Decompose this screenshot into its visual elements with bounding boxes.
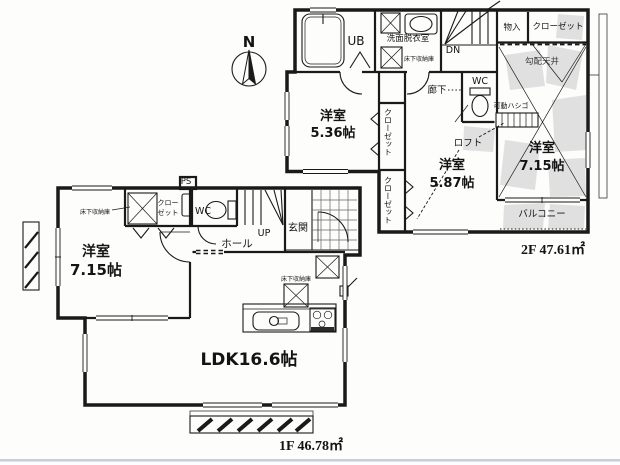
2f-roof-line — [486, 0, 501, 11]
2f-room587-name: 洋室 — [439, 157, 465, 173]
1f-hall-opening — [196, 249, 224, 255]
2f-stairs-down — [444, 9, 491, 45]
compass-needle-west — [241, 49, 250, 86]
2f-interior-walls — [287, 10, 588, 233]
1f-ldk-label: LDK16.6帖 — [200, 349, 297, 370]
2f-closet-low-label: クローゼット — [384, 176, 393, 224]
1f-ps-duct — [181, 193, 193, 217]
1f-entrance-label: 玄関 — [288, 221, 308, 234]
storage-box-icon — [315, 255, 340, 279]
1f-stairs-up — [244, 189, 284, 226]
1f-room-door — [159, 230, 193, 263]
1f-entrance-tile — [312, 190, 357, 250]
2f-wc-label: WC — [472, 76, 488, 87]
2f-sloped-ceiling-lines — [498, 43, 587, 198]
2f-washroom-fixtures — [380, 12, 438, 69]
1f-room715-size: 7.15帖 — [70, 261, 122, 279]
2f-closet-door-marks — [370, 111, 414, 221]
2f-toilet-icon — [454, 87, 491, 123]
compass-needle-east — [248, 49, 257, 86]
2f-loft-label: ロフト — [454, 138, 483, 149]
1f-area-label: 1F 46.78㎡ — [279, 437, 343, 454]
1f-wc-door-arc — [197, 225, 217, 245]
1f-deck — [189, 410, 314, 434]
loft-pointers — [416, 122, 505, 220]
kitchen-underfloor-storage-box — [283, 283, 309, 308]
2f-storage-label: 物入 — [503, 22, 521, 33]
1f-closet-door-mark — [132, 227, 150, 239]
1f-entrance-door-arc — [317, 211, 349, 243]
sink-basin-icon — [409, 15, 433, 33]
2f-bathtub-icon — [301, 13, 345, 68]
1f-closet — [127, 192, 193, 239]
1f-outer-wall — [56, 186, 362, 407]
2f-room536-size: 5.36帖 — [310, 125, 355, 141]
1f-underfloor-storage-label: 床下収納庫 — [80, 208, 110, 216]
2f-closet-top-label: クローゼット — [532, 21, 583, 32]
2f-balcony-label: バルコニー — [518, 209, 565, 220]
2f-washroom-label: 洗面脱衣室 — [387, 33, 430, 44]
1f-up-label: UP — [258, 228, 271, 239]
1f-shutter-box — [22, 221, 40, 291]
1f-ps-label: PS — [181, 177, 192, 187]
bottom-rule — [0, 459, 620, 462]
2f-sloped-ceiling-label: 勾配天井 — [525, 56, 559, 67]
kitchen-counter — [242, 303, 337, 333]
faucet-icon — [268, 315, 280, 327]
2f-room587-size: 5.87帖 — [429, 175, 474, 191]
2f-room715-size: 7.15帖 — [519, 158, 564, 174]
2f-right-outer-band — [598, 13, 608, 199]
washing-machine-icon — [380, 12, 401, 34]
2f-area-label: 2F 47.61㎡ — [521, 241, 585, 258]
1f-ps-bump — [178, 175, 198, 191]
2f-plan: UB 洗面脱衣室 床下収納庫 DN 物入 クローゼット 洋室 5.36帖 クロー… — [284, 0, 608, 258]
2f-ladder-label: 可動ハシゴ — [494, 101, 529, 110]
kitchen-sink-icon — [252, 311, 300, 331]
2f-ub-folding-door — [349, 50, 371, 69]
compass: N — [231, 33, 267, 87]
2f-doors — [339, 43, 586, 127]
1f-wc-label: WC — [195, 206, 211, 217]
2f-dn-label: DN — [446, 45, 460, 56]
1f-closet-door-mark — [157, 227, 175, 239]
1f-kitchen — [242, 255, 358, 333]
2f-closet-mid-label: クローゼット — [384, 108, 393, 156]
2f-sloped-ceiling-shading — [463, 14, 586, 229]
1f-closet-label-line1: クロー — [158, 199, 179, 207]
vanity-icon — [404, 13, 438, 35]
2f-room715-name: 洋室 — [529, 140, 555, 156]
1f-toilet-icon — [197, 200, 237, 245]
storage-leader-line — [111, 206, 131, 211]
1f-room715-name: 洋室 — [82, 243, 110, 260]
1f-kitchen-storage-label: 床下収納庫 — [281, 275, 311, 283]
underfloor-storage-box-icon — [380, 46, 403, 69]
1f-hall-label: ホール — [221, 238, 253, 250]
1f-closet-label-line2: ゼット — [158, 208, 179, 217]
2f-windows — [284, 7, 591, 235]
2f-washroom-storage-label: 床下収納庫 — [404, 55, 434, 63]
1f-plan: PS 床下収納庫 クロー ゼット WC UP ホール 玄関 洋室 7.15帖 床… — [22, 175, 362, 454]
north-label: N — [243, 33, 256, 51]
2f-room536-name: 洋室 — [320, 108, 346, 124]
2f-ub-label: UB — [347, 34, 364, 48]
1f-windows — [55, 185, 348, 408]
2f-ladder-icon — [495, 112, 539, 128]
2f-corridor-label: 廊下 — [427, 84, 446, 96]
